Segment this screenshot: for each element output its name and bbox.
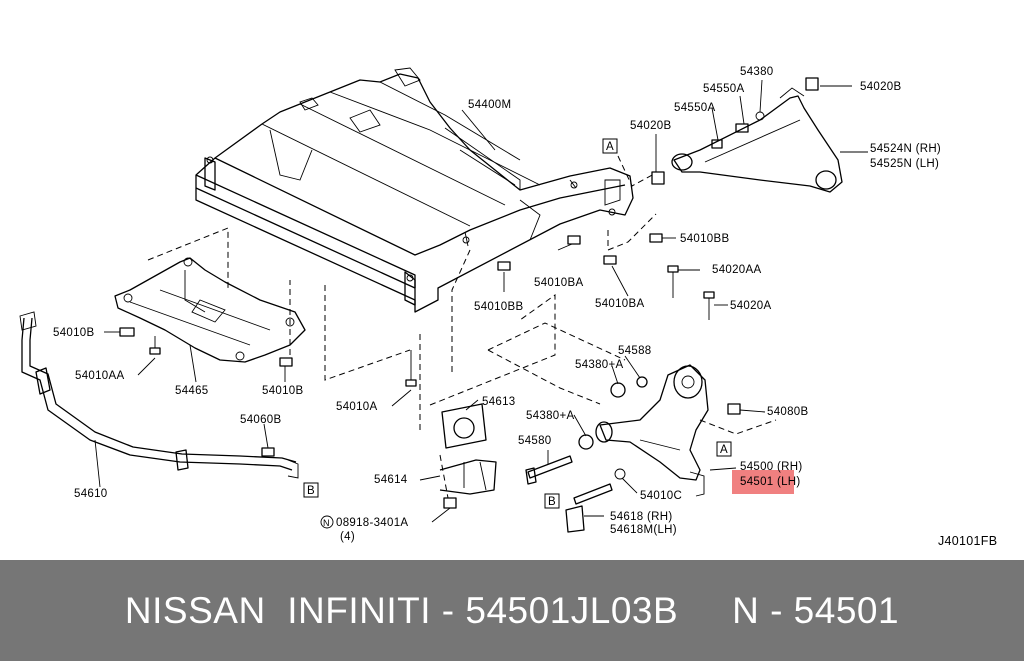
- label-54020aa[interactable]: 54020AA: [712, 264, 761, 276]
- ref-b-left: B: [548, 496, 556, 508]
- label-08918[interactable]: 08918-3401A: [336, 517, 408, 529]
- label-54010b-left[interactable]: 54010B: [53, 327, 94, 339]
- label-54465[interactable]: 54465: [175, 385, 208, 397]
- label-54501[interactable]: 54501 (LH): [740, 476, 801, 488]
- reference-lines: [147, 155, 777, 499]
- label-54010bb-mid[interactable]: 54010BB: [474, 301, 523, 313]
- label-54588[interactable]: 54588: [618, 345, 651, 357]
- suspension-parts-diagram: A A B B 54400M 54380 54020B 54550A 54550…: [19, 66, 997, 548]
- label-54060b[interactable]: 54060B: [240, 414, 281, 426]
- footer-part-number: NISSAN INFINITI - 54501JL03B N - 54501: [124, 590, 900, 631]
- reinforcement-plate-drawing: [114, 257, 306, 363]
- label-54010a[interactable]: 54010A: [336, 401, 377, 413]
- stabilizer-bar-drawing: [19, 311, 299, 479]
- label-54020b-top[interactable]: 54020B: [860, 81, 901, 93]
- label-54400m[interactable]: 54400M: [468, 99, 511, 111]
- label-54614[interactable]: 54614: [374, 474, 408, 486]
- label-54010b-mid[interactable]: 54010B: [262, 385, 303, 397]
- label-54380[interactable]: 54380: [740, 66, 773, 78]
- label-54550a-2[interactable]: 54550A: [674, 102, 715, 114]
- label-54580[interactable]: 54580: [518, 435, 551, 447]
- label-54550a-1[interactable]: 54550A: [703, 83, 744, 95]
- subframe-drawing: [195, 67, 634, 313]
- label-54020b-left[interactable]: 54020B: [630, 120, 671, 132]
- ref-box-b-left: [544, 493, 560, 509]
- label-54010aa[interactable]: 54010AA: [75, 370, 124, 382]
- ref-a-top: A: [606, 141, 614, 153]
- fasteners: [119, 77, 819, 533]
- label-54020a[interactable]: 54020A: [730, 300, 771, 312]
- label-54010ba-2[interactable]: 54010BA: [595, 298, 644, 310]
- label-54500[interactable]: 54500 (RH): [740, 461, 802, 473]
- ref-b-right: B: [307, 485, 315, 497]
- n-prefix-circle: [320, 515, 334, 529]
- label-54618m[interactable]: 54618M(LH): [610, 524, 677, 536]
- leader-lines: [94, 79, 868, 523]
- label-54525n[interactable]: 54525N (LH): [870, 158, 939, 170]
- label-54613[interactable]: 54613: [482, 396, 515, 408]
- diagram-code: J40101FB: [938, 534, 997, 548]
- footer-bar: NISSAN INFINITI - 54501JL03B N - 54501: [0, 560, 1024, 661]
- ref-box-a-bottom: [716, 441, 732, 457]
- label-54080b[interactable]: 54080B: [767, 406, 808, 418]
- label-n-prefix: N: [323, 518, 330, 528]
- upper-arm-drawing: [671, 87, 843, 193]
- ref-box-a-top: [602, 138, 618, 154]
- ref-box-b-right: [303, 482, 319, 498]
- label-54380a-1[interactable]: 54380+A: [575, 359, 623, 371]
- label-54010bb-right[interactable]: 54010BB: [680, 233, 729, 245]
- label-54610[interactable]: 54610: [74, 488, 107, 500]
- part-highlight: [732, 470, 794, 494]
- label-54618[interactable]: 54618 (RH): [610, 511, 672, 523]
- label-08918-qty: (4): [340, 531, 355, 543]
- label-54010ba-1[interactable]: 54010BA: [534, 277, 583, 289]
- label-54380a-2[interactable]: 54380+A: [526, 410, 574, 422]
- lower-arm-drawing: [595, 364, 709, 497]
- label-54524n[interactable]: 54524N (RH): [870, 143, 941, 155]
- label-54010c[interactable]: 54010C: [640, 490, 682, 502]
- bushing-drawing: [439, 403, 497, 495]
- ref-a-bottom: A: [720, 444, 728, 456]
